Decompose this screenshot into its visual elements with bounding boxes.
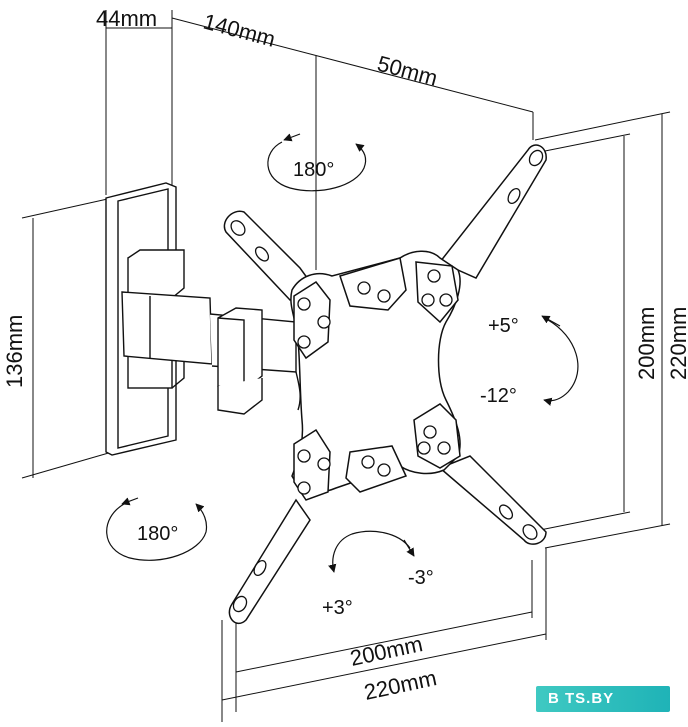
rotate-arrow bbox=[328, 530, 411, 573]
tilt-arrow-top bbox=[541, 315, 561, 327]
label-220mm-horizontal: 220mm bbox=[362, 665, 439, 705]
mount-holes bbox=[230, 149, 544, 613]
swing-arm bbox=[121, 291, 301, 415]
label-swivel-top: 180° bbox=[293, 159, 334, 181]
swivel-top-arrow-left bbox=[283, 133, 301, 142]
dimension-lines bbox=[21, 10, 671, 722]
ext-line-200v-top bbox=[539, 133, 631, 153]
dim-line-140 bbox=[171, 17, 534, 113]
dim-line-220h bbox=[221, 633, 547, 701]
watermark-text: B TS.BY bbox=[548, 690, 615, 707]
label-tilt-up: +5° bbox=[488, 315, 519, 337]
ext-line-220v-top bbox=[534, 111, 671, 141]
swivel-bottom-arrow-left bbox=[121, 497, 139, 506]
label-swivel-bottom: 180° bbox=[137, 523, 178, 545]
label-50mm: 50mm bbox=[375, 51, 441, 91]
label-44mm: 44mm bbox=[96, 6, 157, 31]
label-200mm-horizontal: 200mm bbox=[348, 631, 425, 671]
ext-line-200v-bottom bbox=[539, 511, 631, 531]
vesa-plate bbox=[223, 144, 547, 625]
label-rotate-plus: +3° bbox=[322, 597, 353, 619]
label-rotate-minus: -3° bbox=[408, 567, 434, 589]
ext-line-220v-bottom bbox=[544, 523, 671, 549]
tilt-arrow bbox=[543, 319, 579, 406]
label-tilt-down: -12° bbox=[480, 385, 517, 407]
watermark-badge bbox=[536, 686, 670, 712]
rotation-arrows bbox=[106, 133, 579, 573]
label-200mm-vertical: 200mm bbox=[634, 307, 659, 380]
swivel-bottom-arrow bbox=[106, 503, 208, 561]
dim-line-200h bbox=[235, 611, 533, 673]
label-140mm: 140mm bbox=[201, 9, 278, 52]
label-220mm-vertical: 220mm bbox=[666, 307, 688, 380]
swivel-top-arrow-right bbox=[267, 141, 367, 192]
rotate-arrow-right bbox=[403, 539, 415, 557]
label-136mm: 136mm bbox=[2, 315, 27, 388]
ext-line-136-top bbox=[21, 197, 113, 219]
ext-line-136-bottom bbox=[21, 451, 113, 479]
